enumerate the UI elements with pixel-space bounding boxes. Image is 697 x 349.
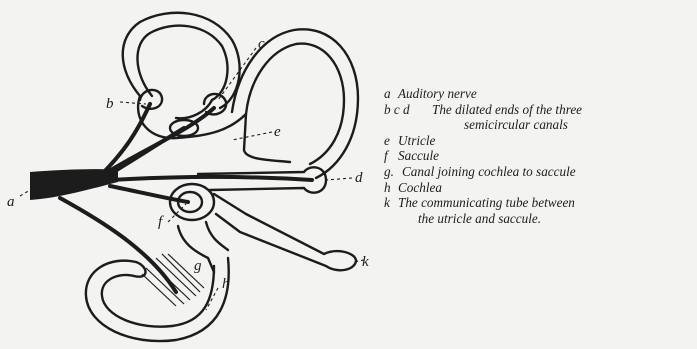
legend-key: b c d [384,102,432,118]
legend-text: The dilated ends of the three [432,102,696,118]
legend-text: Utricle [398,133,694,149]
legend-key: h [384,180,398,196]
canal-g-inner [206,222,228,250]
label-a: a [7,194,15,210]
legend-text: Canal joining cochlea to saccule [402,164,696,180]
legend-key: a [384,86,398,102]
label-g: g [194,258,202,274]
label-e: e [274,124,281,140]
legend-entry: semicircular canals [384,117,696,133]
nerve-branch-c [104,108,214,174]
legend-key: f [384,148,398,164]
label-k: k [362,254,369,270]
legend-text: Cochlea [398,180,694,196]
leader-d [326,178,352,180]
legend-key: g. [384,164,402,180]
legend-entry: the utricle and saccule. [384,211,696,227]
legend-key: e [384,133,398,149]
cochlea-inner [102,266,214,327]
legend-entry: g.Canal joining cochlea to saccule [384,164,696,180]
label-h: h [222,276,230,292]
saccule-outline [170,184,214,220]
superior-canal-inner [246,44,344,164]
legend-key [384,117,438,133]
legend-key [384,211,398,227]
label-f: f [158,214,164,230]
legend-key: k [384,195,398,211]
label-b: b [106,96,114,112]
nerve-branch-d [112,177,312,180]
label-c: c [258,36,265,52]
label-d: d [355,170,363,186]
leader-b [120,102,146,104]
leader-a [20,190,30,196]
communicating-tube [214,194,356,270]
nerve-branch-cochlea [60,198,176,292]
cochlea-tip [134,262,146,277]
leader-e [232,132,272,140]
legend-text: The communicating tube between [398,195,694,211]
legend-text: the utricle and saccule. [398,211,696,227]
legend-text: Saccule [398,148,694,164]
legend-text: semicircular canals [438,117,696,133]
legend-text: Auditory nerve [398,86,694,102]
